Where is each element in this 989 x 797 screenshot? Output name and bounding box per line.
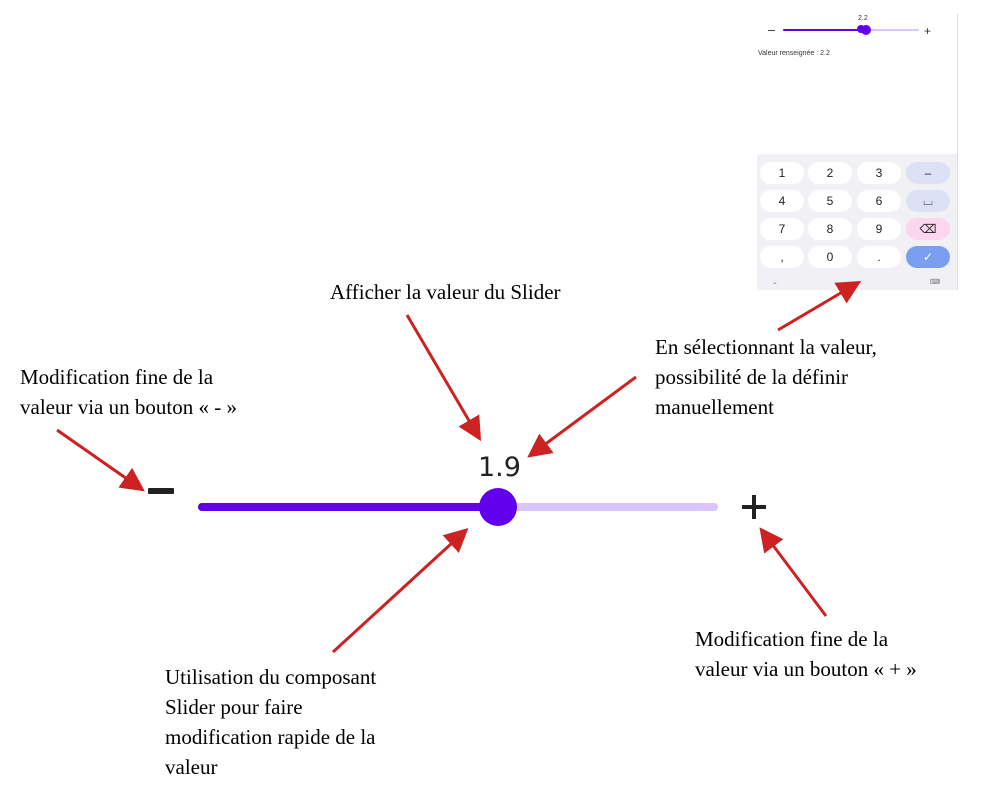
key-0[interactable]: 0 — [808, 246, 852, 268]
key-2[interactable]: 2 — [808, 162, 852, 184]
value-display-annotation: Afficher la valeur du Slider — [330, 280, 561, 304]
phone-slider-value[interactable]: 2.2 — [858, 15, 868, 22]
key-minus[interactable]: – — [906, 162, 950, 184]
plus-button-annotation: Modification fine de la valeur via un bo… — [695, 627, 917, 681]
chevron-down-icon[interactable]: ⌄ — [772, 279, 778, 286]
decrement-button[interactable] — [148, 488, 174, 494]
slider-track-active[interactable] — [198, 503, 498, 511]
key-4[interactable]: 4 — [760, 190, 804, 212]
plus-icon-vertical — [752, 495, 756, 519]
key-8[interactable]: 8 — [808, 218, 852, 240]
key-7[interactable]: 7 — [760, 218, 804, 240]
key-9[interactable]: 9 — [857, 218, 901, 240]
arrow-to-slider — [331, 527, 469, 654]
key-period[interactable]: . — [857, 246, 901, 268]
key-5[interactable]: 5 — [808, 190, 852, 212]
slider-thumb[interactable] — [479, 488, 517, 526]
minus-button-annotation: Modification fine de la valeur via un bo… — [20, 365, 237, 419]
arrow-to-value-2 — [527, 375, 637, 458]
space-icon[interactable]: ⌴ — [906, 190, 950, 212]
backspace-icon[interactable]: ⌫ — [906, 218, 950, 240]
phone-screenshot: 2.2 + Valeur renseignée : 2.2 1 2 3 – 4 … — [757, 14, 958, 290]
key-comma[interactable]: , — [760, 246, 804, 268]
arrow-to-keyboard — [777, 280, 862, 332]
phone-decrement-button[interactable] — [768, 30, 775, 31]
phone-slider-thumb[interactable] — [861, 25, 871, 35]
keyboard-icon[interactable]: ⌨ — [930, 279, 941, 286]
arrow-to-minus — [56, 428, 145, 492]
check-icon[interactable]: ✓ — [906, 246, 950, 268]
numeric-keyboard: 1 2 3 – 4 5 6 ⌴ 7 8 9 ⌫ , 0 . ✓ ⌄ ⌨ — [757, 154, 957, 290]
slider-value-label[interactable]: 1.9 — [478, 452, 521, 483]
arrow-to-plus — [759, 527, 828, 617]
phone-value-label: Valeur renseignée : 2.2 — [758, 50, 830, 57]
key-1[interactable]: 1 — [760, 162, 804, 184]
phone-increment-button[interactable]: + — [924, 24, 932, 38]
key-3[interactable]: 3 — [857, 162, 901, 184]
manual-entry-annotation: En sélectionnant la valeur, possibilité … — [655, 335, 877, 419]
key-6[interactable]: 6 — [857, 190, 901, 212]
arrow-to-value — [405, 314, 482, 442]
slider-annotation: Utilisation du composant Slider pour fai… — [165, 665, 377, 779]
phone-slider-track-active[interactable] — [783, 29, 863, 31]
